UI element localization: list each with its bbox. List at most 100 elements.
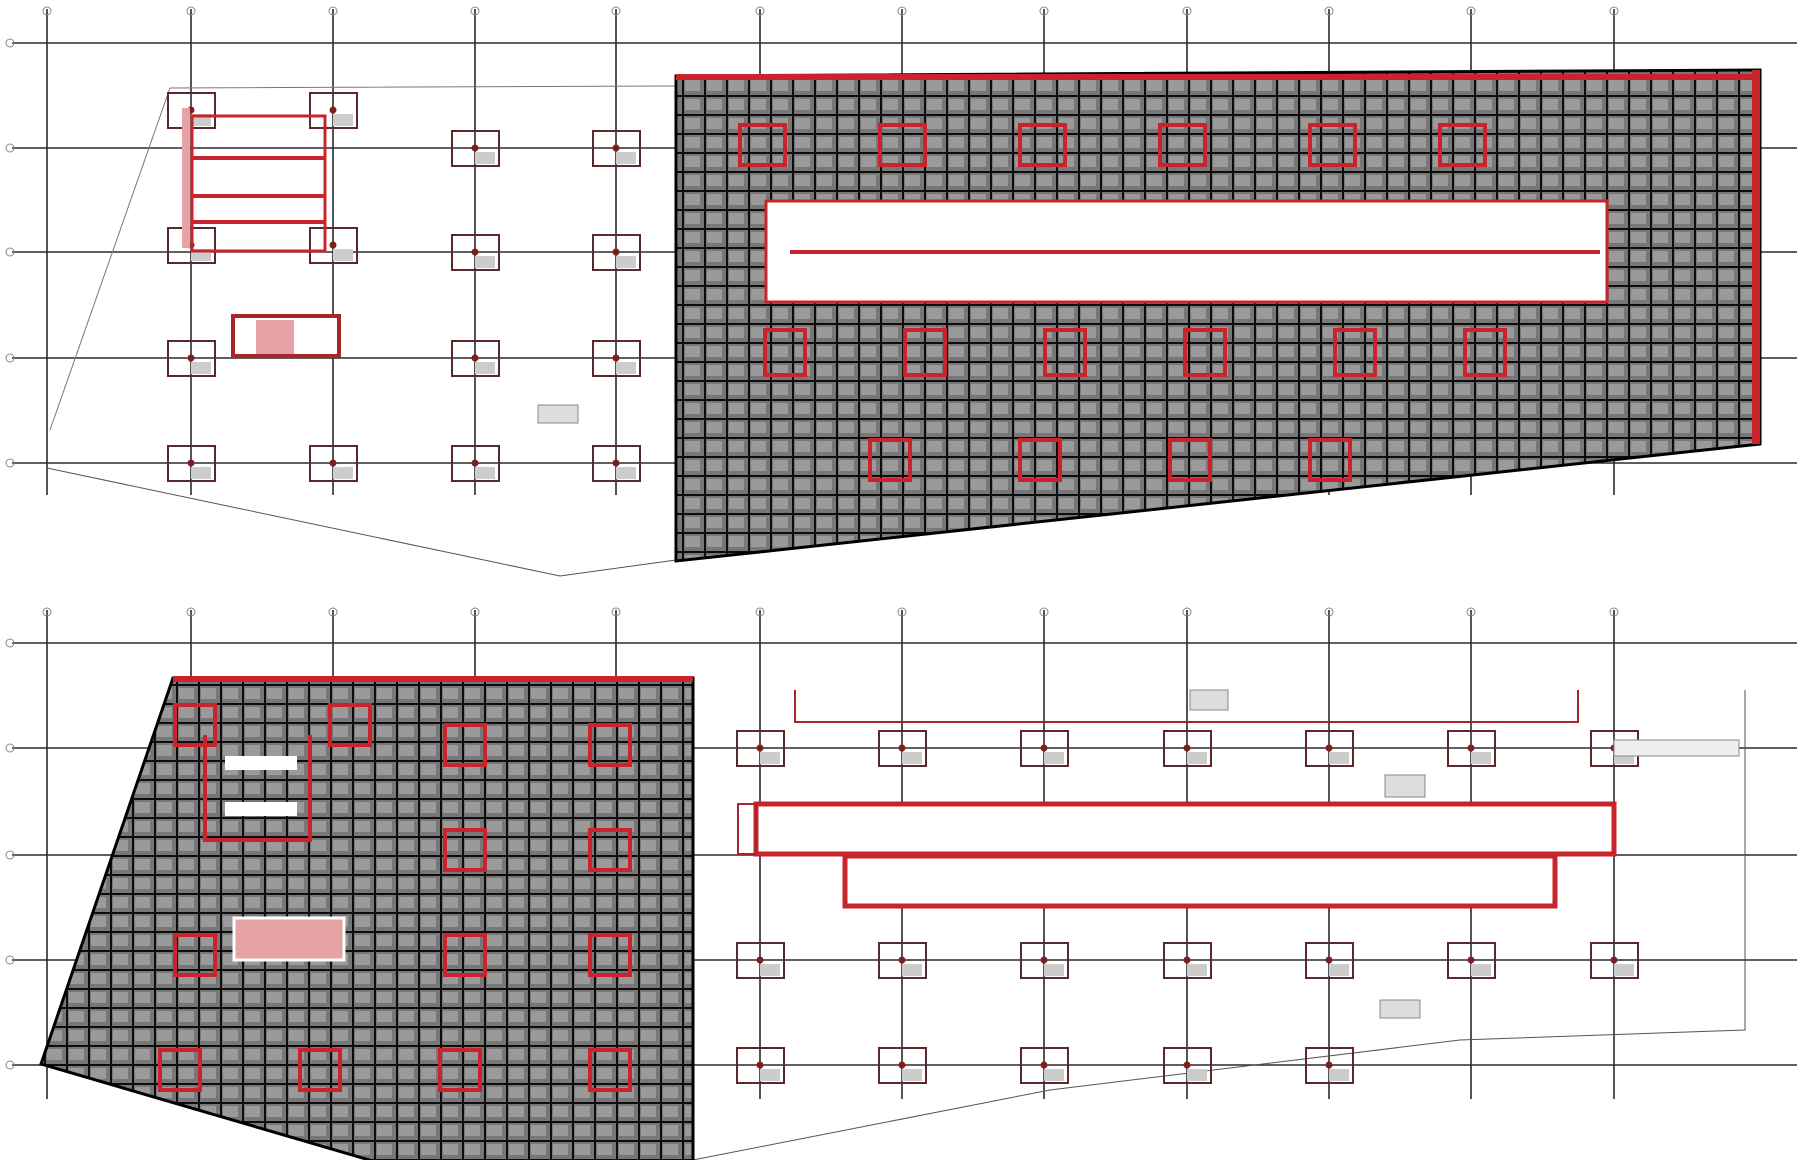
column-node xyxy=(1325,744,1333,752)
red-opening xyxy=(1183,328,1227,377)
column-tag xyxy=(1471,752,1491,764)
grid-bubble xyxy=(186,6,196,16)
red-opening xyxy=(1158,123,1207,167)
column-box xyxy=(1163,942,1212,979)
column-tag xyxy=(616,256,636,268)
red-opening xyxy=(443,723,487,767)
column-box xyxy=(309,92,358,129)
column-box xyxy=(736,942,785,979)
column-box xyxy=(1020,1047,1069,1084)
red-opening xyxy=(173,933,217,977)
red-opening xyxy=(1043,328,1087,377)
column-box xyxy=(878,942,927,979)
column-node xyxy=(1040,1061,1048,1069)
red-opening xyxy=(438,1048,482,1092)
column-node xyxy=(1467,744,1475,752)
white-opening xyxy=(225,802,297,816)
grid-bubble xyxy=(5,743,15,753)
column-box xyxy=(167,340,216,377)
column-box xyxy=(309,227,358,264)
grid-bubble xyxy=(1609,6,1619,16)
grid-bubble xyxy=(5,955,15,965)
grid-bubble xyxy=(897,607,907,617)
column-node xyxy=(756,1061,764,1069)
column-tag xyxy=(1329,752,1349,764)
column-tag xyxy=(1187,1069,1207,1081)
grid-bubble xyxy=(42,607,52,617)
red-opening xyxy=(588,933,632,977)
column-tag xyxy=(475,467,495,479)
column-tag xyxy=(475,362,495,374)
grid-bubble xyxy=(5,1060,15,1070)
column-tag xyxy=(1471,964,1491,976)
column-box xyxy=(451,340,500,377)
column-node xyxy=(1183,1061,1191,1069)
dense-floor-area xyxy=(39,676,695,1160)
grid-bubble xyxy=(1609,607,1619,617)
column-node xyxy=(1325,956,1333,964)
column-box xyxy=(736,1047,785,1084)
grid-bubble xyxy=(755,607,765,617)
column-box xyxy=(592,445,641,482)
red-core xyxy=(203,735,312,842)
column-node xyxy=(329,106,337,114)
column-box xyxy=(878,1047,927,1084)
side-wing xyxy=(1613,739,1740,757)
grid-bubble xyxy=(470,6,480,16)
site-boundary xyxy=(692,690,1746,1160)
grid-bubble xyxy=(5,353,15,363)
top-floor-plan xyxy=(5,6,1797,577)
column-box xyxy=(1305,730,1354,767)
grid-bubble xyxy=(42,6,52,16)
label-tag xyxy=(1384,774,1426,798)
red-opening xyxy=(588,723,632,767)
column-tag xyxy=(760,752,780,764)
stair-fill xyxy=(256,320,294,354)
column-node xyxy=(1183,956,1191,964)
corridor-end xyxy=(737,803,757,855)
red-opening xyxy=(443,933,487,977)
column-tag xyxy=(902,752,922,764)
column-tag xyxy=(1614,964,1634,976)
column-node xyxy=(756,956,764,964)
label-tag xyxy=(1379,999,1421,1019)
column-tag xyxy=(902,1069,922,1081)
column-box xyxy=(451,234,500,271)
column-tag xyxy=(1329,964,1349,976)
column-box xyxy=(1163,730,1212,767)
column-node xyxy=(471,144,479,152)
column-tag xyxy=(333,249,353,261)
column-node xyxy=(187,354,195,362)
red-opening xyxy=(298,1048,342,1092)
column-box xyxy=(309,445,358,482)
red-opening xyxy=(328,703,372,747)
column-tag xyxy=(1187,752,1207,764)
red-edge xyxy=(173,676,693,682)
grid-bubble xyxy=(5,458,15,468)
column-node xyxy=(1325,1061,1333,1069)
column-box xyxy=(1305,1047,1354,1084)
red-opening xyxy=(1438,123,1487,167)
column-tag xyxy=(616,467,636,479)
grid-bubble xyxy=(611,6,621,16)
corridor-lower xyxy=(842,853,1558,909)
column-tag xyxy=(1187,964,1207,976)
column-box xyxy=(1447,942,1496,979)
label-tag xyxy=(537,404,579,424)
column-node xyxy=(756,744,764,752)
column-node xyxy=(1610,956,1618,964)
column-tag xyxy=(1044,964,1064,976)
column-box xyxy=(167,445,216,482)
grid-bubble xyxy=(5,638,15,648)
column-box xyxy=(451,130,500,167)
column-tag xyxy=(333,467,353,479)
red-opening xyxy=(738,123,787,167)
red-opening xyxy=(1308,438,1352,482)
grid-bubble xyxy=(5,38,15,48)
stair-box xyxy=(232,916,346,962)
red-opening xyxy=(1018,123,1067,167)
column-node xyxy=(612,144,620,152)
column-box xyxy=(1020,942,1069,979)
column-node xyxy=(471,354,479,362)
column-tag xyxy=(191,467,211,479)
